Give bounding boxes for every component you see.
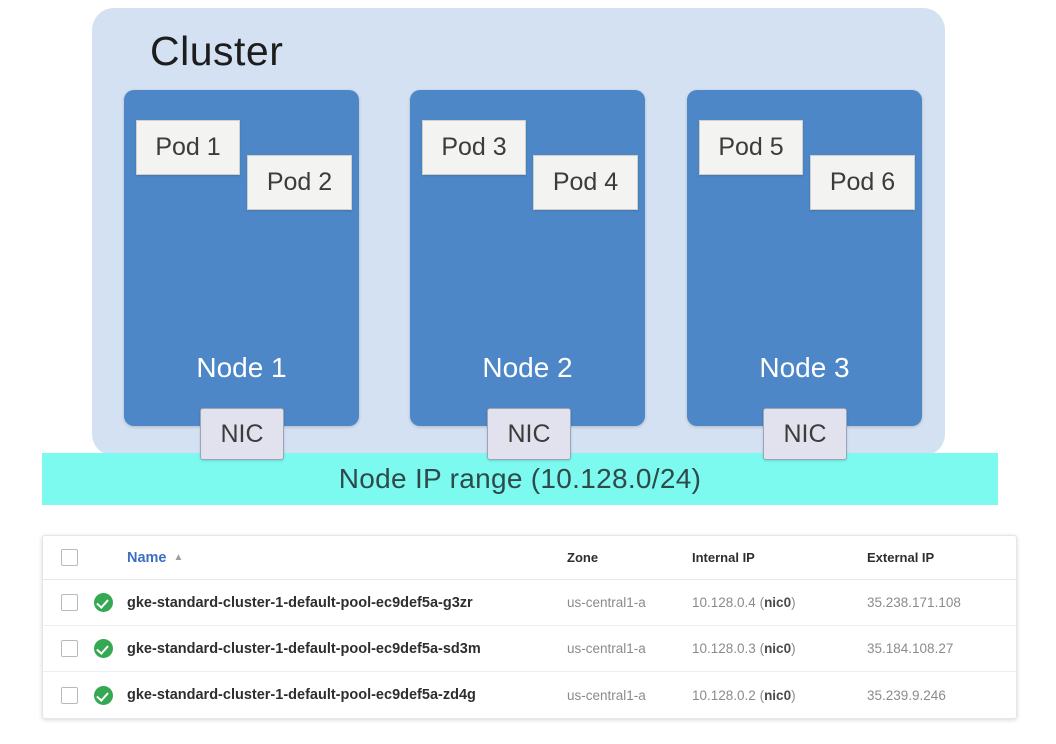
row-checkbox[interactable]: [61, 686, 78, 704]
cell-internal-ip-nic: nic0: [764, 595, 792, 610]
cell-internal-ip-address: 10.128.0.4: [692, 595, 756, 610]
cell-internal-ip: 10.128.0.2 (nic0): [692, 687, 796, 703]
column-header-external-ip[interactable]: External IP: [867, 550, 935, 565]
column-header-zone[interactable]: Zone: [567, 550, 599, 565]
cell-internal-ip-nic: nic0: [764, 687, 792, 703]
node-label-2: Node 2: [482, 352, 573, 383]
cell-instance-name[interactable]: gke-standard-cluster-1-default-pool-ec9d…: [127, 594, 473, 611]
cell-external-ip: 35.239.9.246: [867, 687, 946, 703]
cell-internal-ip-address: 10.128.0.2: [692, 687, 756, 703]
table-row[interactable]: gke-standard-cluster-1-default-pool-ec9d…: [43, 672, 1016, 718]
row-checkbox[interactable]: [61, 594, 78, 611]
pod-box-1: Pod 1: [136, 120, 240, 175]
status-ok-icon: [94, 593, 113, 612]
node-label-3: Node 3: [759, 352, 850, 383]
node-ip-range-banner: Node IP range (10.128.0/24): [42, 453, 998, 505]
pod-box-6: Pod 6: [810, 155, 915, 210]
cell-zone: us-central1-a: [567, 641, 646, 656]
status-ok-icon: [94, 639, 113, 658]
cell-instance-name[interactable]: gke-standard-cluster-1-default-pool-ec9d…: [127, 640, 481, 657]
nic-box-3: NIC: [763, 408, 847, 460]
cluster-title: Cluster: [150, 28, 284, 74]
cell-external-ip: 35.184.108.27: [867, 641, 954, 656]
pod-box-3: Pod 3: [422, 120, 526, 175]
cell-internal-ip-address: 10.128.0.3: [692, 641, 756, 656]
node-label-1: Node 1: [196, 352, 287, 383]
pod-box-2: Pod 2: [247, 155, 352, 210]
cell-internal-ip: 10.128.0.4 (nic0): [692, 595, 796, 610]
cell-zone: us-central1-a: [567, 595, 646, 610]
select-all-checkbox[interactable]: [61, 549, 78, 566]
node-box-1: Pod 1 Pod 2 Node 1: [124, 90, 359, 426]
table-header-row: Name ▲ Zone Internal IP External IP: [43, 536, 1016, 580]
node-box-2: Pod 3 Pod 4 Node 2: [410, 90, 645, 426]
table-row[interactable]: gke-standard-cluster-1-default-pool-ec9d…: [43, 580, 1016, 626]
pod-box-5: Pod 5: [699, 120, 803, 175]
column-header-name-label: Name: [127, 549, 167, 566]
node-ip-range-label: Node IP range (10.128.0/24): [338, 463, 702, 494]
row-checkbox[interactable]: [61, 640, 78, 657]
kubernetes-cluster-diagram: Cluster Pod 1 Pod 2 Node 1 Pod 3 Pod 4 N…: [42, 8, 998, 505]
cell-internal-ip-nic: nic0: [764, 641, 792, 656]
cell-instance-name[interactable]: gke-standard-cluster-1-default-pool-ec9d…: [127, 687, 476, 703]
sort-ascending-icon: ▲: [173, 551, 184, 563]
node-box-3: Pod 5 Pod 6 Node 3: [687, 90, 922, 426]
pod-box-4: Pod 4: [533, 155, 638, 210]
table-row[interactable]: gke-standard-cluster-1-default-pool-ec9d…: [43, 626, 1016, 672]
vm-instances-table: Name ▲ Zone Internal IP External IP gke-…: [42, 535, 1017, 719]
nic-box-1: NIC: [200, 408, 284, 460]
column-header-name[interactable]: Name ▲: [127, 550, 567, 566]
column-header-internal-ip[interactable]: Internal IP: [692, 550, 755, 565]
nic-box-2: NIC: [487, 408, 571, 460]
status-ok-icon: [94, 685, 113, 705]
cell-internal-ip: 10.128.0.3 (nic0): [692, 641, 796, 656]
cell-zone: us-central1-a: [567, 687, 646, 703]
cell-external-ip: 35.238.171.108: [867, 595, 961, 610]
